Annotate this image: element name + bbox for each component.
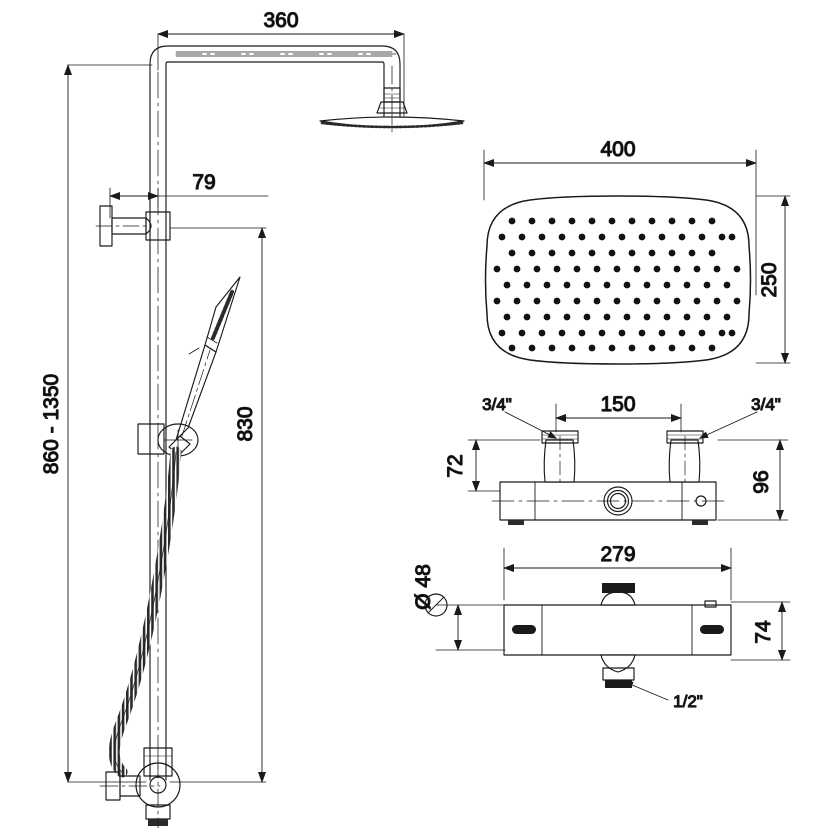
dimension-front-height: 74 — [730, 601, 791, 661]
dimension-bracket-offset: 79 — [109, 170, 269, 219]
callout-left-inlet: 3/4" — [482, 394, 557, 439]
dimension-body-height: 96 — [717, 439, 789, 521]
callout-handle-diameter: Ø 48 — [411, 564, 506, 651]
callout-outlet-thread: 1/2" — [624, 681, 703, 712]
dimension-inlet-height: 72 — [443, 439, 541, 492]
dimension-label-diameter-48: Ø 48 — [412, 564, 435, 610]
view-main-column: 360 — [39, 8, 465, 828]
dimension-label-830: 830 — [234, 406, 257, 441]
dimension-rail-length: 830 — [169, 227, 267, 783]
dimension-label-72: 72 — [444, 454, 467, 477]
dimension-label-74: 74 — [752, 620, 775, 644]
dimension-label-400: 400 — [600, 138, 635, 161]
dimension-height-range: 860 - 1350 — [39, 64, 153, 783]
view-overhead-head-plan: 400 250 — [483, 137, 791, 365]
callout-label-half-inch: 1/2" — [673, 692, 703, 711]
flow-handle-slot — [700, 625, 724, 634]
dimension-inlet-spacing: 150 — [555, 392, 682, 433]
slider-clamp — [137, 423, 199, 457]
dimension-label-250: 250 — [758, 262, 781, 297]
dimension-label-150: 150 — [600, 393, 635, 416]
dimension-head-width: 400 — [483, 137, 757, 296]
dimension-head-depth: 250 — [755, 195, 791, 364]
thermostat-body-front — [503, 583, 732, 688]
base-valve-assembly — [99, 747, 181, 828]
nozzle-grid — [493, 217, 741, 352]
temperature-handle-slot — [512, 625, 536, 634]
dimension-label-360: 360 — [263, 9, 298, 32]
overhead-shower-head-side — [319, 112, 465, 137]
inlet-left — [541, 430, 579, 483]
dimension-label-96: 96 — [750, 470, 773, 493]
dimension-label-860-1350: 860 - 1350 — [40, 374, 63, 474]
callout-right-inlet: 3/4" — [699, 394, 781, 439]
callout-label-right-34: 3/4" — [751, 395, 781, 414]
dimension-label-279: 279 — [600, 543, 635, 566]
shower-riser-and-arm — [149, 45, 408, 781]
dimension-body-length: 279 — [503, 542, 732, 601]
view-thermostat-front: 279 Ø 48 74 — [411, 542, 791, 712]
dimension-arm-reach: 360 — [157, 8, 405, 119]
hand-shower — [168, 276, 241, 456]
view-thermostat-top: 150 3/4" 3/4" 72 96 — [443, 392, 789, 525]
dimension-label-79: 79 — [192, 171, 215, 194]
thermostat-body-top — [491, 481, 725, 525]
flexible-hose — [108, 446, 182, 778]
upper-wall-bracket — [95, 205, 171, 247]
callout-label-left-34: 3/4" — [482, 395, 512, 414]
inlet-right — [666, 430, 704, 483]
